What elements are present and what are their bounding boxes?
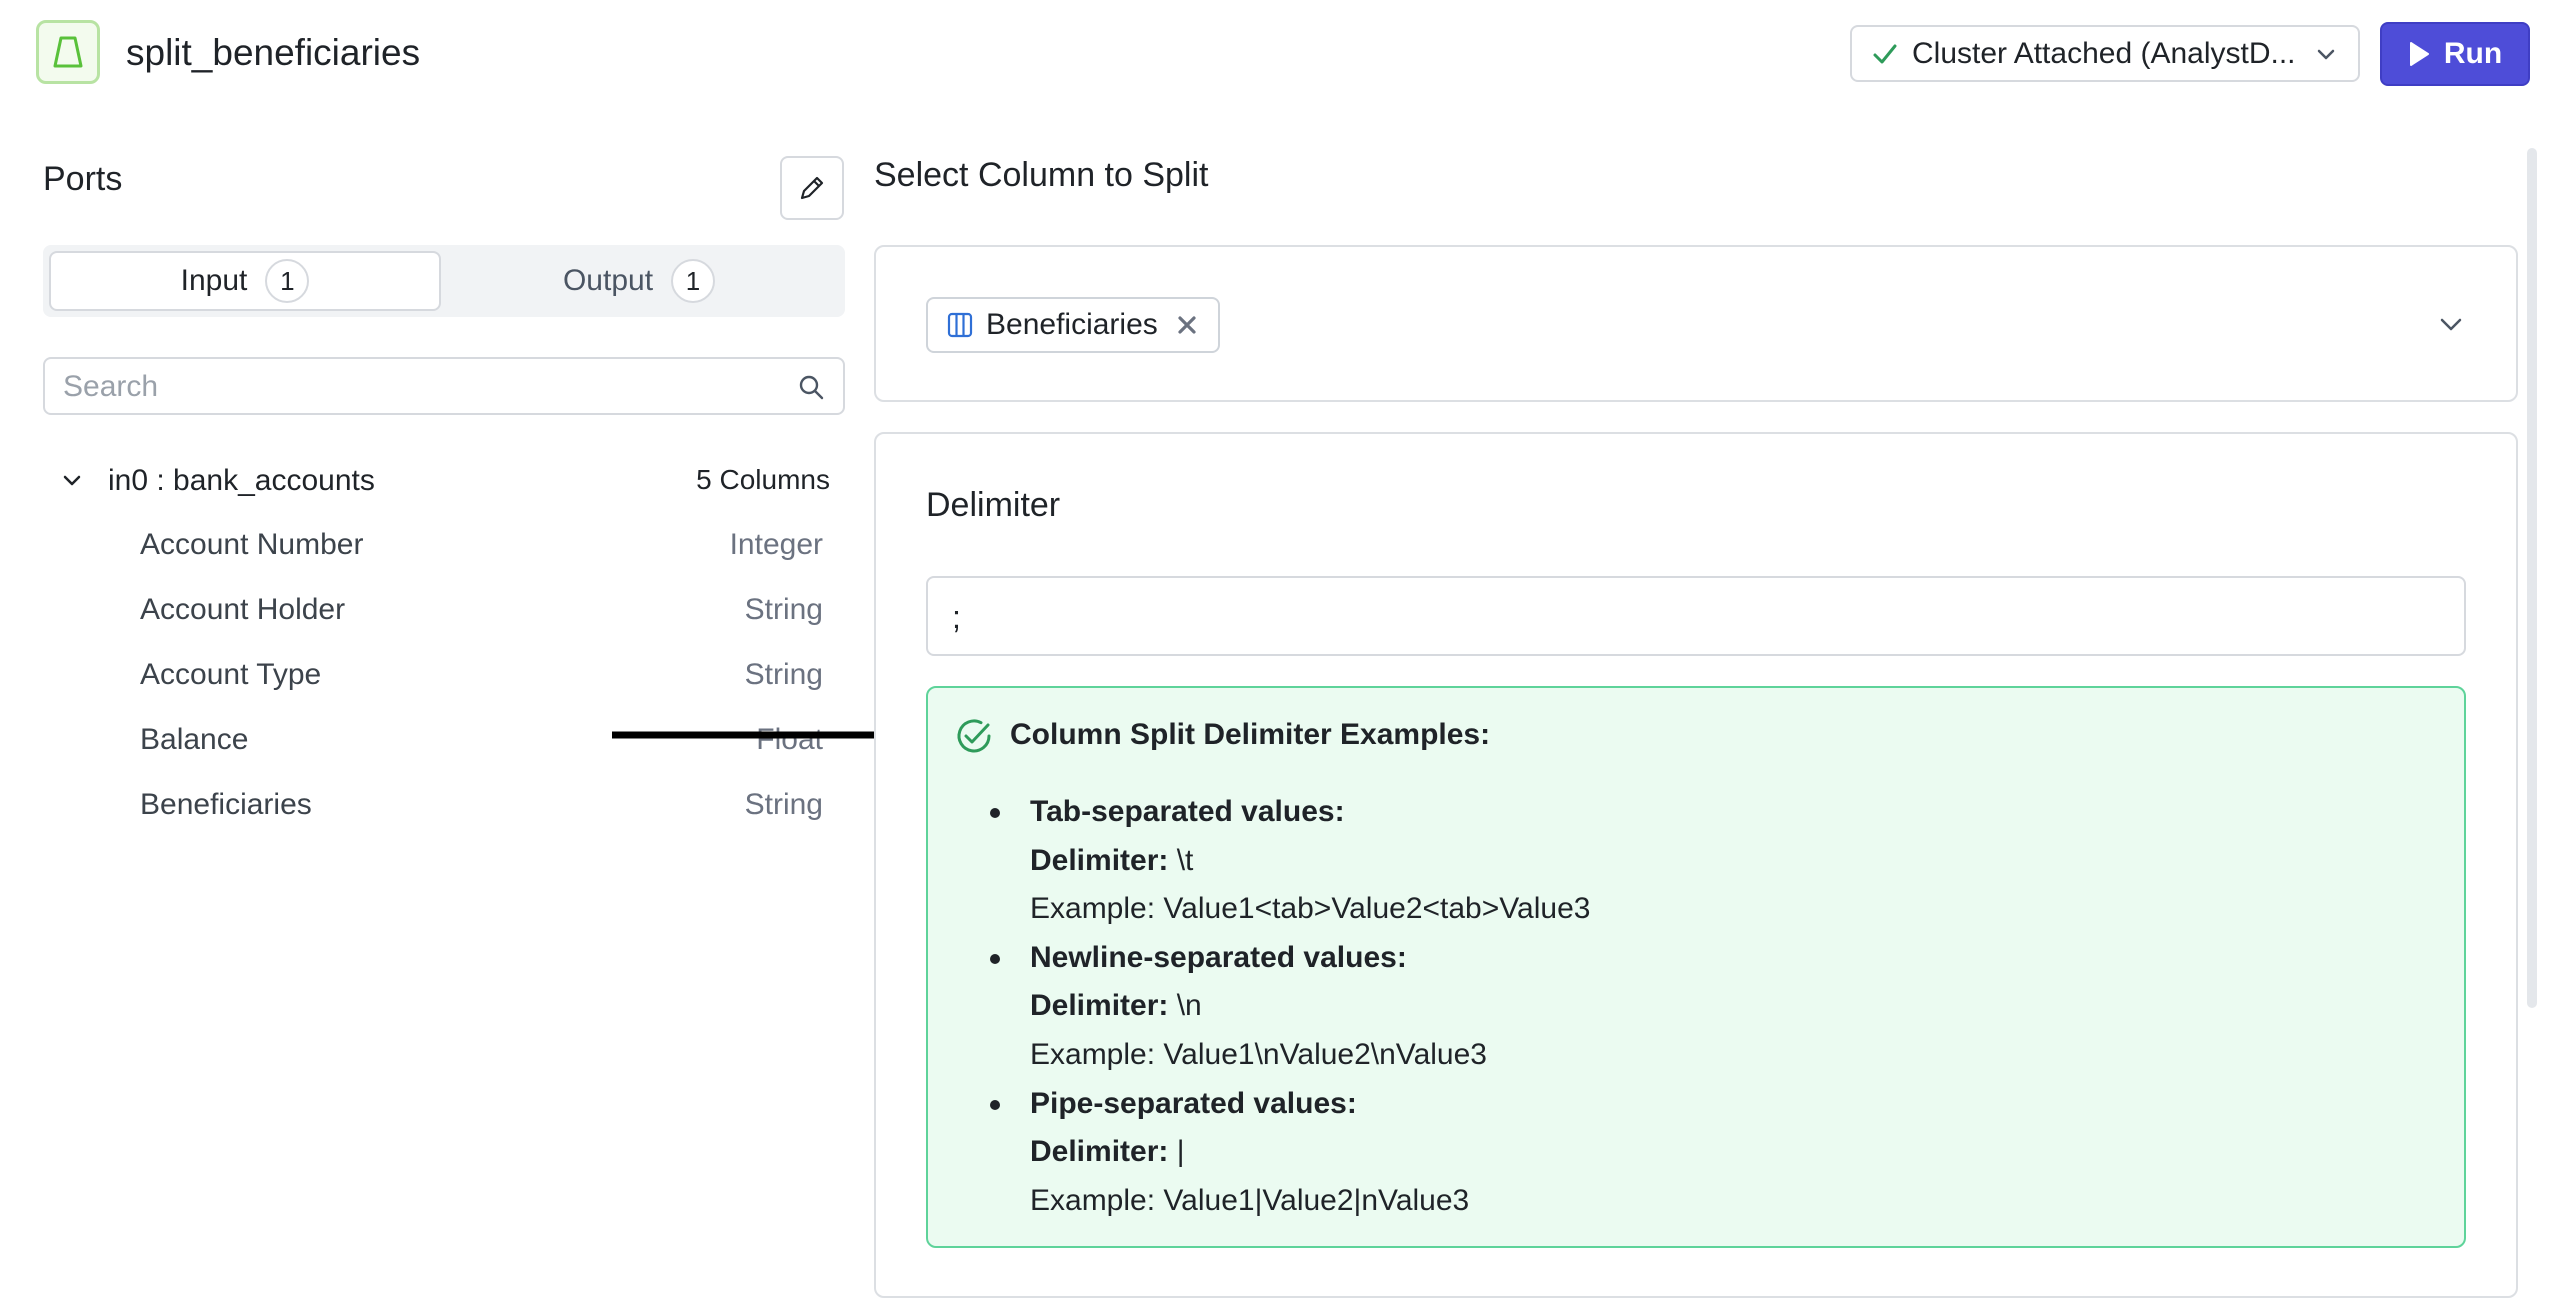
tab-input-label: Input [180, 264, 248, 297]
chevron-down-icon [2314, 42, 2338, 66]
selected-column-chip[interactable]: Beneficiaries [926, 297, 1220, 353]
column-select[interactable]: Beneficiaries [874, 245, 2518, 402]
list-item: Pipe-separated values: Delimiter: | Exam… [990, 1084, 2410, 1230]
column-type: Integer [729, 528, 823, 561]
delimiter-value: \n [1168, 989, 1202, 1023]
column-row[interactable]: Account Type String [140, 658, 823, 698]
delimiter-key: Delimiter: [1030, 843, 1169, 877]
column-name: Balance [140, 723, 249, 756]
tab-output-count: 1 [671, 259, 716, 303]
ports-tabs: Input 1 Output 1 [43, 245, 845, 317]
cluster-selector[interactable]: Cluster Attached (AnalystD... [1850, 25, 2360, 82]
check-icon [1872, 41, 1898, 67]
edit-ports-button[interactable] [780, 156, 844, 220]
delimiter-value: | [1168, 1135, 1185, 1169]
callout-title: Column Split Delimiter Examples: [1010, 718, 1491, 751]
list-item: Tab-separated values: Delimiter: \t Exam… [990, 792, 2410, 938]
column-type: String [744, 788, 823, 821]
page-title: split_beneficiaries [126, 32, 421, 73]
column-name: Account Holder [140, 593, 346, 626]
examples-list: Tab-separated values: Delimiter: \t Exam… [990, 792, 2410, 1230]
column-type: String [744, 658, 823, 691]
close-icon[interactable] [1176, 314, 1198, 336]
column-count: 5 Columns [696, 464, 830, 495]
run-button[interactable]: Run [2380, 22, 2530, 86]
column-icon [946, 311, 974, 339]
example-text: Example: Value1\nValue2\nValue3 [1030, 1037, 1487, 1071]
tab-output-label: Output [562, 264, 654, 297]
section-title: Select Column to Split [874, 156, 1209, 194]
column-row[interactable]: Balance Float [140, 723, 823, 763]
search-icon [797, 373, 825, 401]
example-text: Example: Value1<tab>Value2<tab>Value3 [1030, 892, 1591, 926]
column-type: String [744, 593, 823, 626]
cluster-label: Cluster Attached (AnalystD... [1912, 36, 2296, 70]
pencil-icon [797, 173, 827, 203]
delimiter-examples-callout: Column Split Delimiter Examples: Tab-sep… [926, 686, 2466, 1248]
example-heading: Pipe-separated values: [1030, 1086, 1357, 1120]
delimiter-value: \t [1168, 843, 1194, 877]
example-heading: Newline-separated values: [1030, 940, 1407, 974]
search-input[interactable] [63, 369, 763, 405]
dataset-trapezoid-icon [36, 20, 100, 84]
delimiter-key: Delimiter: [1030, 1135, 1169, 1169]
column-row[interactable]: Beneficiaries String [140, 788, 823, 828]
delimiter-key: Delimiter: [1030, 989, 1169, 1023]
search-box [43, 357, 845, 415]
delimiter-input[interactable] [952, 596, 2432, 638]
port-name: in0 : bank_accounts [108, 464, 375, 497]
column-row[interactable]: Account Holder String [140, 593, 823, 633]
check-circle-icon [954, 716, 994, 756]
column-type: Float [756, 723, 823, 756]
column-name: Beneficiaries [140, 788, 312, 821]
list-item: Newline-separated values: Delimiter: \n … [990, 938, 2410, 1084]
play-icon [2408, 41, 2430, 67]
tab-input[interactable]: Input 1 [49, 251, 441, 311]
selected-column-label: Beneficiaries [986, 308, 1158, 341]
port-node-in0[interactable]: in0 : bank_accounts 5 Columns [60, 462, 830, 502]
tab-output[interactable]: Output 1 [443, 251, 835, 311]
scrollbar[interactable] [2527, 148, 2537, 1008]
chevron-down-icon[interactable] [60, 468, 84, 492]
ports-title: Ports [43, 160, 123, 198]
delimiter-card: Delimiter Column Split Delimiter Example… [874, 432, 2518, 1298]
delimiter-label: Delimiter [926, 486, 1061, 524]
delimiter-field [926, 576, 2466, 656]
column-row[interactable]: Account Number Integer [140, 528, 823, 568]
chevron-down-icon[interactable] [2436, 309, 2466, 339]
example-heading: Tab-separated values: [1030, 795, 1345, 828]
column-name: Account Type [140, 658, 322, 691]
column-name: Account Number [140, 528, 364, 561]
run-label: Run [2443, 37, 2503, 70]
top-header: split_beneficiaries Cluster Attached (An… [0, 0, 2555, 110]
example-text: Example: Value1|Value2|nValue3 [1030, 1183, 1470, 1217]
tab-input-count: 1 [265, 259, 310, 303]
